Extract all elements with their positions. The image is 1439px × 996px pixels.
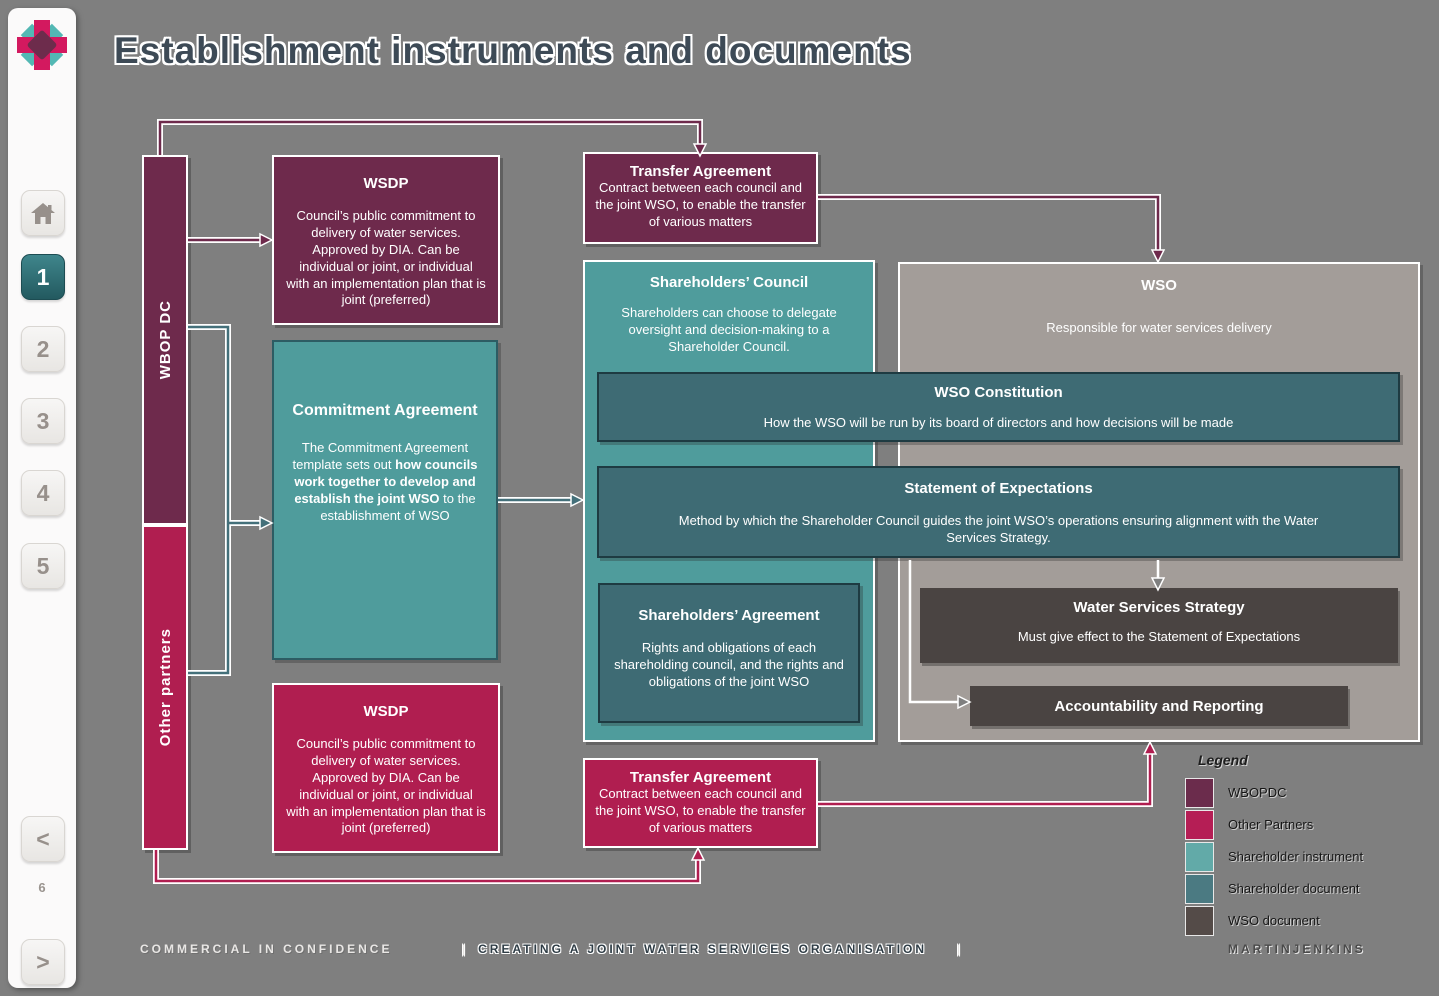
- legend-label-shareholder-instrument: Shareholder instrument: [1228, 849, 1364, 864]
- transfer-agreement-bottom-body: Contract between each council and the jo…: [595, 786, 806, 835]
- wbopdc-bar: WBOP DC: [142, 155, 188, 525]
- statement-of-expectations-body: Method by which the Shareholder Council …: [678, 513, 1319, 545]
- legend-title: Legend: [1198, 752, 1248, 768]
- legend-swatch-wso-document: [1185, 906, 1214, 936]
- commitment-agreement-box: Commitment Agreement The Commitment Agre…: [272, 340, 498, 660]
- legend-swatch-wbopdc: [1185, 778, 1214, 808]
- shareholders-council-body: Shareholders can choose to delegate over…: [621, 305, 837, 354]
- transfer-agreement-bottom-title: Transfer Agreement: [629, 769, 772, 786]
- page-counter: 6: [38, 880, 46, 895]
- wso-constitution-box: WSO Constitution How the WSO will be run…: [597, 372, 1400, 442]
- statement-of-expectations-title: Statement of Expectations: [904, 480, 1093, 497]
- other-partners-bar-label: Other partners: [156, 628, 174, 747]
- commitment-body-post: to the establishment of WSO: [320, 490, 476, 523]
- wsdp-bottom-box: WSDP Council’s public commitment to deli…: [272, 683, 500, 853]
- commitment-agreement-title: Commitment Agreement: [292, 402, 478, 419]
- page-title: Establishment instruments and documents: [114, 30, 912, 71]
- water-services-strategy-body: Must give effect to the Statement of Exp…: [1017, 629, 1301, 644]
- wsdp-top-body: Council’s public commitment to delivery …: [286, 208, 486, 308]
- wso-body: Responsible for water services delivery: [1046, 320, 1272, 335]
- wbopdc-bar-label: WBOP DC: [156, 300, 174, 380]
- wsdp-bottom-body: Council’s public commitment to delivery …: [286, 736, 486, 836]
- transfer-agreement-top-body: Contract between each council and the jo…: [595, 180, 806, 229]
- other-partners-bar: Other partners: [142, 525, 188, 850]
- statement-of-expectations-box: Statement of Expectations Method by whic…: [597, 466, 1400, 558]
- legend-label-wso-document: WSO document: [1228, 913, 1320, 928]
- page-button-4[interactable]: 4: [21, 470, 65, 516]
- footer-project-title: | CREATING A JOINT WATER SERVICES ORGANIS…: [452, 942, 973, 956]
- footer-center-text: CREATING A JOINT WATER SERVICES ORGANISA…: [478, 942, 928, 956]
- previous-page-button[interactable]: <: [21, 816, 65, 862]
- home-icon: [31, 203, 55, 224]
- shareholders-council-title: Shareholders’ Council: [649, 274, 809, 291]
- transfer-agreement-top-box: Transfer Agreement Contract between each…: [583, 152, 818, 244]
- next-page-button[interactable]: >: [21, 939, 65, 985]
- wsdp-top-title: WSDP: [363, 175, 409, 192]
- accountability-reporting-box: Accountability and Reporting: [970, 686, 1348, 726]
- legend-swatch-other-partners: [1185, 810, 1214, 840]
- legend-swatch-shareholder-instrument: [1185, 842, 1214, 872]
- legend-label-shareholder-document: Shareholder document: [1228, 881, 1360, 896]
- accountability-reporting-title: Accountability and Reporting: [1054, 697, 1264, 715]
- water-services-strategy-title: Water Services Strategy: [1073, 599, 1245, 616]
- commitment-body-pre: The Commitment Agreement template sets o…: [292, 440, 469, 472]
- page-button-1[interactable]: 1: [21, 254, 65, 300]
- legend-label-other-partners: Other Partners: [1228, 817, 1314, 832]
- commitment-agreement-body: The Commitment Agreement template sets o…: [290, 440, 480, 524]
- transfer-agreement-top-title: Transfer Agreement: [629, 163, 772, 180]
- wso-constitution-title: WSO Constitution: [934, 384, 1063, 401]
- transfer-agreement-bottom-box: Transfer Agreement Contract between each…: [583, 758, 818, 848]
- page-button-3[interactable]: 3: [21, 398, 65, 444]
- wsdp-bottom-title: WSDP: [363, 703, 409, 720]
- wso-title: WSO: [1141, 277, 1177, 294]
- footer-confidentiality: COMMERCIAL IN CONFIDENCE: [140, 942, 393, 956]
- footer-brand: MARTINJENKINS: [1228, 942, 1366, 956]
- brand-logo-icon: [17, 20, 67, 70]
- shareholders-agreement-box: Shareholders’ Agreement Rights and oblig…: [598, 583, 860, 723]
- footer-separator-right: |: [957, 942, 964, 956]
- commitment-body-bold: how councils work together to develop an…: [294, 456, 478, 506]
- water-services-strategy-box: Water Services Strategy Must give effect…: [920, 588, 1398, 663]
- navigation-sidebar: 1 2 3 4 5 < 6 >: [8, 8, 76, 988]
- page-button-2[interactable]: 2: [21, 326, 65, 372]
- legend-label-wbopdc: WBOPDC: [1228, 785, 1287, 800]
- page-button-5[interactable]: 5: [21, 543, 65, 589]
- wso-constitution-body: How the WSO will be run by its board of …: [763, 415, 1234, 430]
- shareholders-agreement-title: Shareholders’ Agreement: [638, 607, 820, 624]
- home-button[interactable]: [21, 190, 65, 236]
- footer-separator-left: |: [462, 942, 469, 956]
- wsdp-top-box: WSDP Council’s public commitment to deli…: [272, 155, 500, 325]
- legend-swatch-shareholder-document: [1185, 874, 1214, 904]
- shareholders-agreement-body: Rights and obligations of each sharehold…: [614, 640, 844, 689]
